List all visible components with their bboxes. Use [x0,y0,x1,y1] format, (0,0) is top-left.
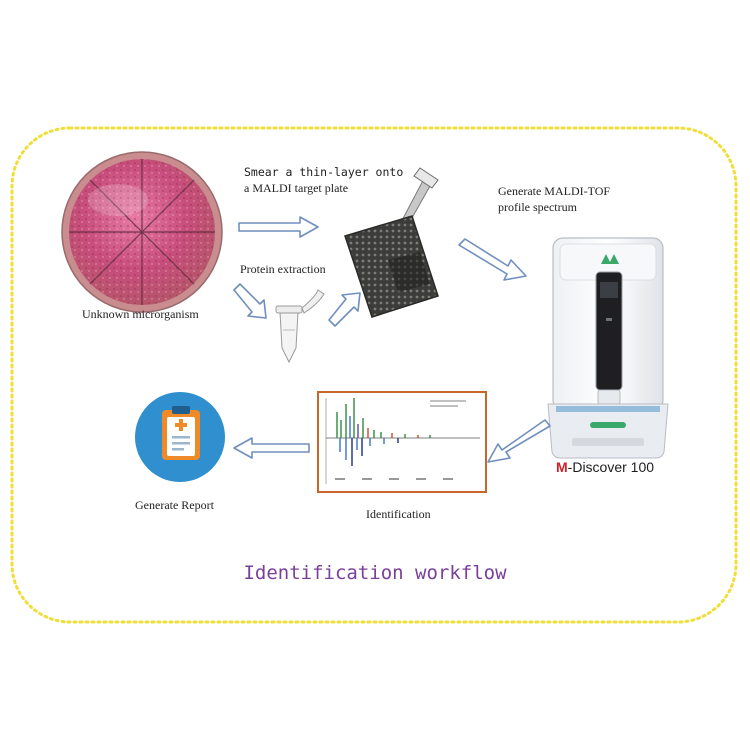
clipboard-report-icon [135,392,225,482]
step-unknown-label: Unknown microrganism [82,307,199,321]
mass-spectrum-icon [317,391,487,493]
step-smear-label-line2: a MALDI target plate [244,181,349,195]
arrows [233,216,551,463]
step-protein-label: Protein extraction [240,262,326,276]
step-generate-label-line1: Generate MALDI-TOF [498,184,611,198]
instrument-name: M-Discover 100 [556,459,654,475]
diagram-title: Identification workflow [243,562,507,584]
arrow-down-right-icon [233,283,267,319]
arrow-right-icon [238,216,319,238]
maldi-tof-instrument-icon [547,237,669,459]
step-identification-label: Identification [366,507,431,521]
step-smear-label-line1: Smear a thin-layer onto [244,165,404,179]
dotted-frame [10,126,738,624]
instrument-name-prefix: M [556,459,568,475]
arrow-down-left-icon [487,419,551,463]
step-report-label: Generate Report [135,498,214,512]
instrument-name-rest: -Discover 100 [567,459,655,475]
arrow-left-icon [233,437,310,459]
petri-dish-icon [61,151,223,313]
arrow-up-right-icon [328,292,361,327]
step-generate-label-line2: profile spectrum [498,200,577,214]
eppendorf-tube-icon [275,289,325,364]
maldi-target-plate-icon [344,215,439,318]
arrow-down-right-icon-2 [458,238,527,281]
